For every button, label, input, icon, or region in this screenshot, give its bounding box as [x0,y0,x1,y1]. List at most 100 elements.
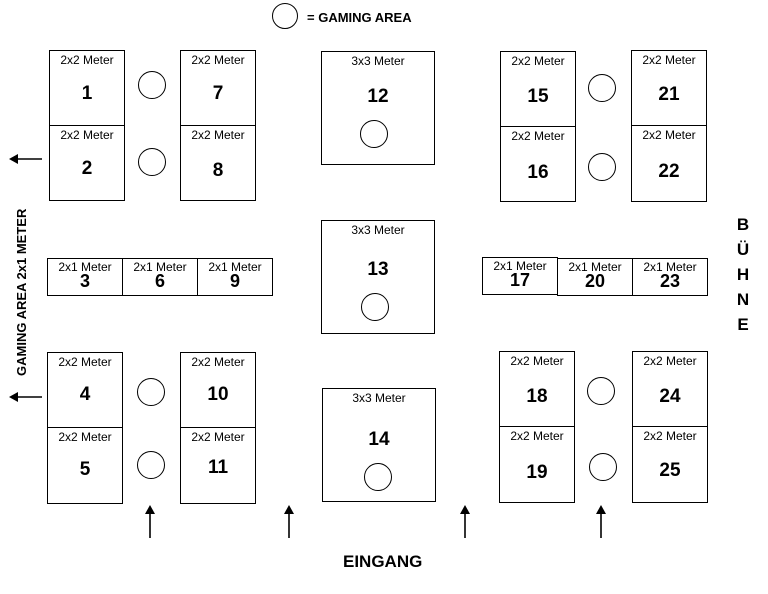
entrance-arrow-up-icon [284,505,294,538]
stage-letter: Ü [736,240,750,259]
booth-number: 13 [367,259,389,280]
booth-size: 2x2 Meter [58,355,112,369]
booth-size: 2x2 Meter [642,53,696,67]
booth-8: 2x2 Meter 8 [180,125,256,201]
entrance-label: EINGANG [343,552,423,571]
booth-size: 2x2 Meter [58,430,112,444]
booth-10: 2x2 Meter 10 [180,352,256,429]
booth-number: 16 [527,162,549,183]
booth-number: 7 [212,83,224,104]
legend-label: = GAMING AREA [307,10,412,25]
stage-label: B Ü H N E [733,212,753,337]
booth-number: 10 [207,384,229,405]
booth-size: 2x2 Meter [643,354,697,368]
booth-size: 2x2 Meter [191,430,245,444]
entrance-arrow-up-icon [596,505,606,538]
booth-12: 3x3 Meter 12 [321,51,435,165]
booth-11: 2x2 Meter 11 [180,427,256,504]
booth-size: 3x3 Meter [351,223,405,237]
booth-16: 2x2 Meter 16 [500,126,576,202]
booth-number: 20 [584,271,606,291]
booth-size: 2x2 Meter [511,129,565,143]
booth-1: 2x2 Meter 1 [49,50,125,127]
booth-number: 1 [81,83,93,104]
booth-size: 3x3 Meter [351,54,405,68]
booth-number: 12 [367,86,389,107]
booth-size: 2x1 Meter [133,260,187,274]
gaming-area-circle [137,378,165,406]
booth-number: 14 [368,429,390,450]
booth-number: 18 [526,386,548,407]
booth-2: 2x2 Meter 2 [49,125,125,201]
booth-number: 6 [154,271,165,291]
gaming-area-circle [364,463,392,491]
booth-4: 2x2 Meter 4 [47,352,123,429]
booth-17: 2x1 Meter 17 [482,257,558,295]
exit-arrow-left-icon [9,154,42,164]
booth-21: 2x2 Meter 21 [631,50,707,127]
booth-14: 3x3 Meter 14 [322,388,436,502]
stage-letter: B [736,215,750,234]
booth-number: 3 [79,271,90,291]
booth-number: 17 [509,270,531,290]
entrance-arrow-up-icon [460,505,470,538]
entrance-arrow-up-icon [145,505,155,538]
booth-25: 2x2 Meter 25 [632,426,708,503]
booth-size: 2x1 Meter [58,260,112,274]
booth-18: 2x2 Meter 18 [499,351,575,428]
gaming-area-circle [138,71,166,99]
booth-size: 3x3 Meter [352,391,406,405]
booth-19: 2x2 Meter 19 [499,426,575,503]
booth-size: 2x2 Meter [191,355,245,369]
booth-size: 2x2 Meter [60,128,114,142]
booth-size: 2x1 Meter [643,260,697,274]
booth-number: 24 [659,386,681,407]
legend-gaming-area-icon [272,3,298,29]
booth-6: 2x1 Meter 6 [122,258,198,296]
booth-13: 3x3 Meter 13 [321,220,435,334]
booth-size: 2x1 Meter [208,260,262,274]
booth-number: 8 [212,160,224,181]
booth-number: 21 [658,84,680,105]
booth-number: 5 [79,459,91,480]
booth-3: 2x1 Meter 3 [47,258,123,296]
booth-9: 2x1 Meter 9 [197,258,273,296]
gaming-area-circle [360,120,388,148]
booth-22: 2x2 Meter 22 [631,125,707,202]
booth-7: 2x2 Meter 7 [180,50,256,127]
booth-number: 4 [79,384,91,405]
exit-arrow-left-icon [9,392,42,402]
booth-15: 2x2 Meter 15 [500,51,576,128]
booth-5: 2x2 Meter 5 [47,427,123,504]
booth-size: 2x1 Meter [493,259,547,273]
gaming-area-circle [588,74,616,102]
booth-size: 2x2 Meter [642,128,696,142]
booth-number: 22 [658,161,680,182]
stage-letter: H [736,265,750,284]
gaming-area-circle [361,293,389,321]
gaming-area-circle [137,451,165,479]
booth-number: 11 [207,457,229,478]
booth-number: 23 [659,271,681,291]
gaming-area-circle [589,453,617,481]
booth-size: 2x2 Meter [191,53,245,67]
booth-number: 9 [229,271,240,291]
booth-size: 2x2 Meter [191,128,245,142]
booth-size: 2x2 Meter [510,429,564,443]
booth-number: 25 [659,460,681,481]
gaming-area-circle [588,153,616,181]
booth-size: 2x2 Meter [511,54,565,68]
booth-size: 2x1 Meter [568,260,622,274]
booth-number: 2 [81,158,93,179]
booth-23: 2x1 Meter 23 [632,258,708,296]
gaming-area-circle [138,148,166,176]
stage-letter: N [736,290,750,309]
booth-size: 2x2 Meter [643,429,697,443]
gaming-area-circle [587,377,615,405]
booth-number: 19 [526,462,548,483]
booth-size: 2x2 Meter [510,354,564,368]
booth-number: 15 [527,86,549,107]
stage-letter: E [737,315,749,334]
booth-size: 2x2 Meter [60,53,114,67]
